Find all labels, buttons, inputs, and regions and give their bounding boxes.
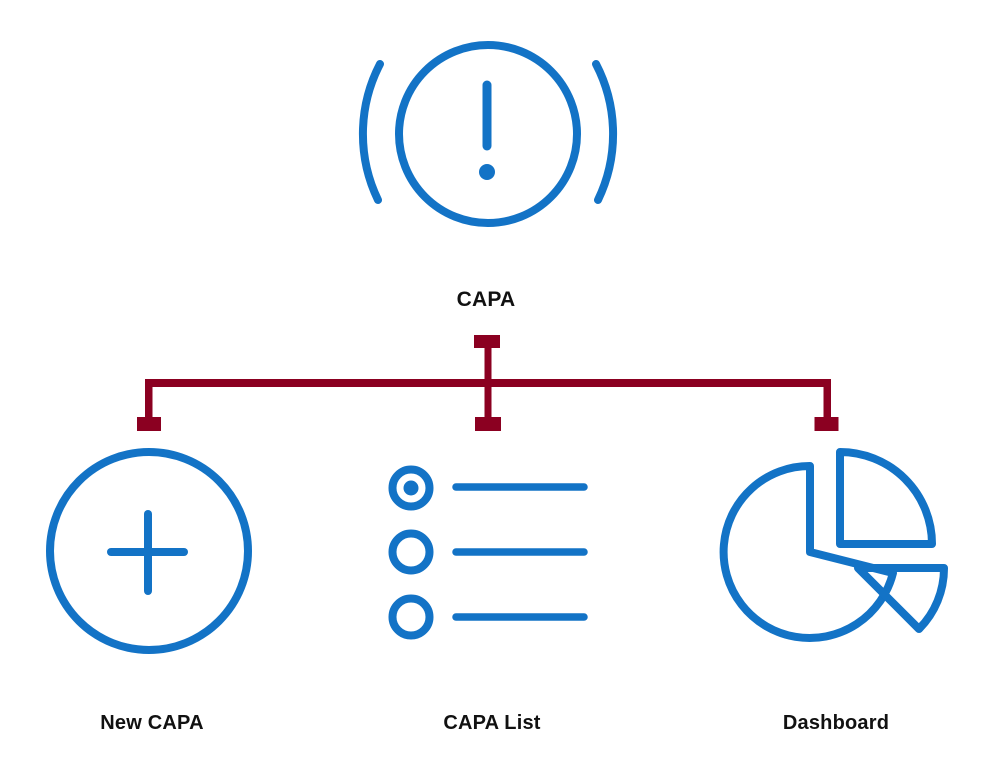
alert-circle-icon [358, 41, 618, 227]
pie-quarter-slice [836, 448, 936, 548]
connector-middle-cap [475, 417, 501, 431]
capa-list-label: CAPA List [443, 712, 541, 734]
node-capa-root[interactable]: CAPA [350, 28, 622, 328]
radio-list-icon [388, 465, 588, 640]
node-capa-list[interactable]: CAPA List [382, 440, 602, 745]
root-node-label: CAPA [456, 288, 516, 311]
node-new-capa[interactable]: New CAPA [40, 440, 264, 745]
dashboard-label: Dashboard [782, 712, 890, 734]
connector-left-drop [145, 384, 153, 420]
connector-right-drop [823, 384, 831, 420]
pie-chart-icon [719, 448, 949, 642]
connector-horizontal-bar [145, 379, 831, 387]
tree-connector [137, 335, 839, 431]
pie-small-wedge [854, 564, 949, 633]
add-circle-icon [46, 448, 252, 654]
pie-large-slice [719, 461, 897, 642]
connector-right-cap [814, 417, 839, 431]
new-capa-label: New CAPA [100, 712, 204, 734]
node-dashboard[interactable]: Dashboard [718, 440, 954, 745]
connector-top-cap [474, 335, 500, 348]
connector-left-cap [137, 417, 161, 431]
